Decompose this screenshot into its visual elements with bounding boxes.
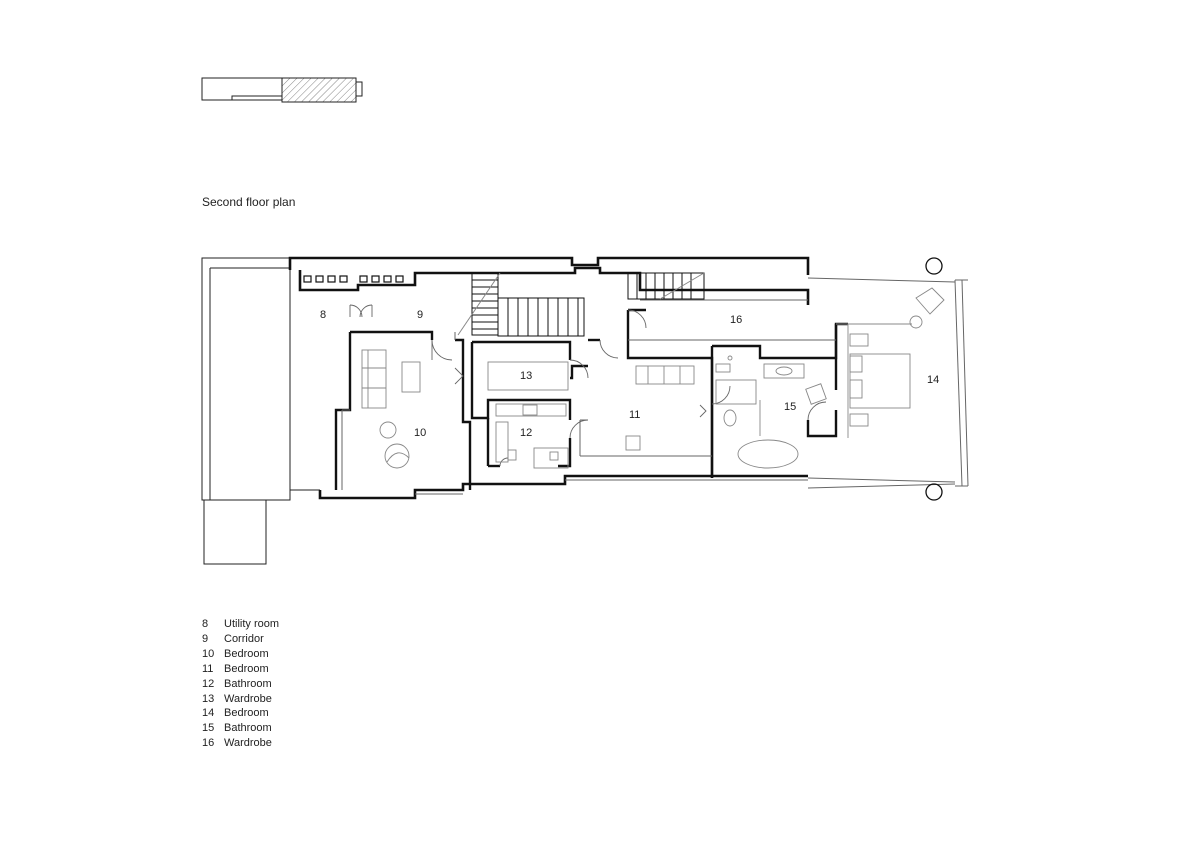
legend-name: Bedroom bbox=[224, 707, 269, 720]
interior-walls bbox=[334, 308, 848, 490]
legend-name: Utility room bbox=[224, 618, 280, 630]
balcony-annex bbox=[203, 499, 267, 565]
legend-name: Wardrobe bbox=[224, 692, 272, 705]
room-label-14: 14 bbox=[927, 374, 939, 386]
storage-cubbies bbox=[303, 275, 404, 283]
legend-number: 11 bbox=[202, 662, 214, 675]
legend-number: 16 bbox=[202, 737, 215, 750]
furniture bbox=[361, 287, 945, 469]
legend-item: 9 Corridor bbox=[202, 632, 279, 647]
outer-boundary bbox=[201, 257, 320, 565]
legend-item: 16 Wardrobe bbox=[202, 736, 279, 751]
legend-name: Corridor bbox=[224, 632, 264, 645]
doors bbox=[349, 304, 827, 467]
legend-name: Bathroom bbox=[224, 677, 272, 690]
legend-item: 15 Bathroom bbox=[202, 721, 279, 736]
legend-item: 12 Bathroom bbox=[202, 677, 279, 692]
legend-name: Bathroom bbox=[224, 722, 272, 735]
legend-name: Bedroom bbox=[224, 647, 269, 660]
legend-item: 8 Utility room bbox=[202, 617, 279, 632]
key-plan-highlight bbox=[281, 77, 357, 103]
legend-item: 10 Bedroom bbox=[202, 647, 279, 662]
room-label-13: 13 bbox=[520, 370, 532, 382]
room-label-10: 10 bbox=[414, 427, 426, 439]
staircase-left bbox=[457, 272, 585, 337]
room-label-11: 11 bbox=[629, 409, 640, 421]
thin-lines bbox=[341, 277, 969, 495]
legend-item: 11 Bedroom bbox=[202, 662, 279, 677]
legend-name: Bedroom bbox=[224, 662, 269, 675]
staircase-right bbox=[627, 272, 705, 300]
room-label-9: 9 bbox=[417, 309, 423, 321]
legend-number: 10 bbox=[202, 647, 215, 660]
room-label-16: 16 bbox=[730, 314, 742, 326]
columns bbox=[925, 257, 943, 501]
room-label-12: 12 bbox=[520, 427, 532, 439]
room-labels: 8 9 10 11 12 13 14 15 16 bbox=[320, 309, 939, 439]
legend-name: Wardrobe bbox=[224, 737, 272, 750]
legend-number: 12 bbox=[202, 677, 215, 690]
plan-title: Second floor plan bbox=[202, 195, 296, 209]
legend-item: 13 Wardrobe bbox=[202, 692, 279, 707]
key-plan bbox=[201, 77, 363, 103]
exterior-walls bbox=[288, 256, 810, 500]
legend-number: 14 bbox=[202, 707, 215, 720]
room-label-15: 15 bbox=[784, 401, 796, 413]
legend-number: 8 bbox=[202, 618, 209, 630]
room-label-8: 8 bbox=[320, 309, 326, 321]
legend-number: 15 bbox=[202, 722, 215, 735]
legend-number: 13 bbox=[202, 692, 215, 705]
legend-item: 14 Bedroom bbox=[202, 706, 279, 721]
legend-number: 9 bbox=[202, 632, 209, 645]
